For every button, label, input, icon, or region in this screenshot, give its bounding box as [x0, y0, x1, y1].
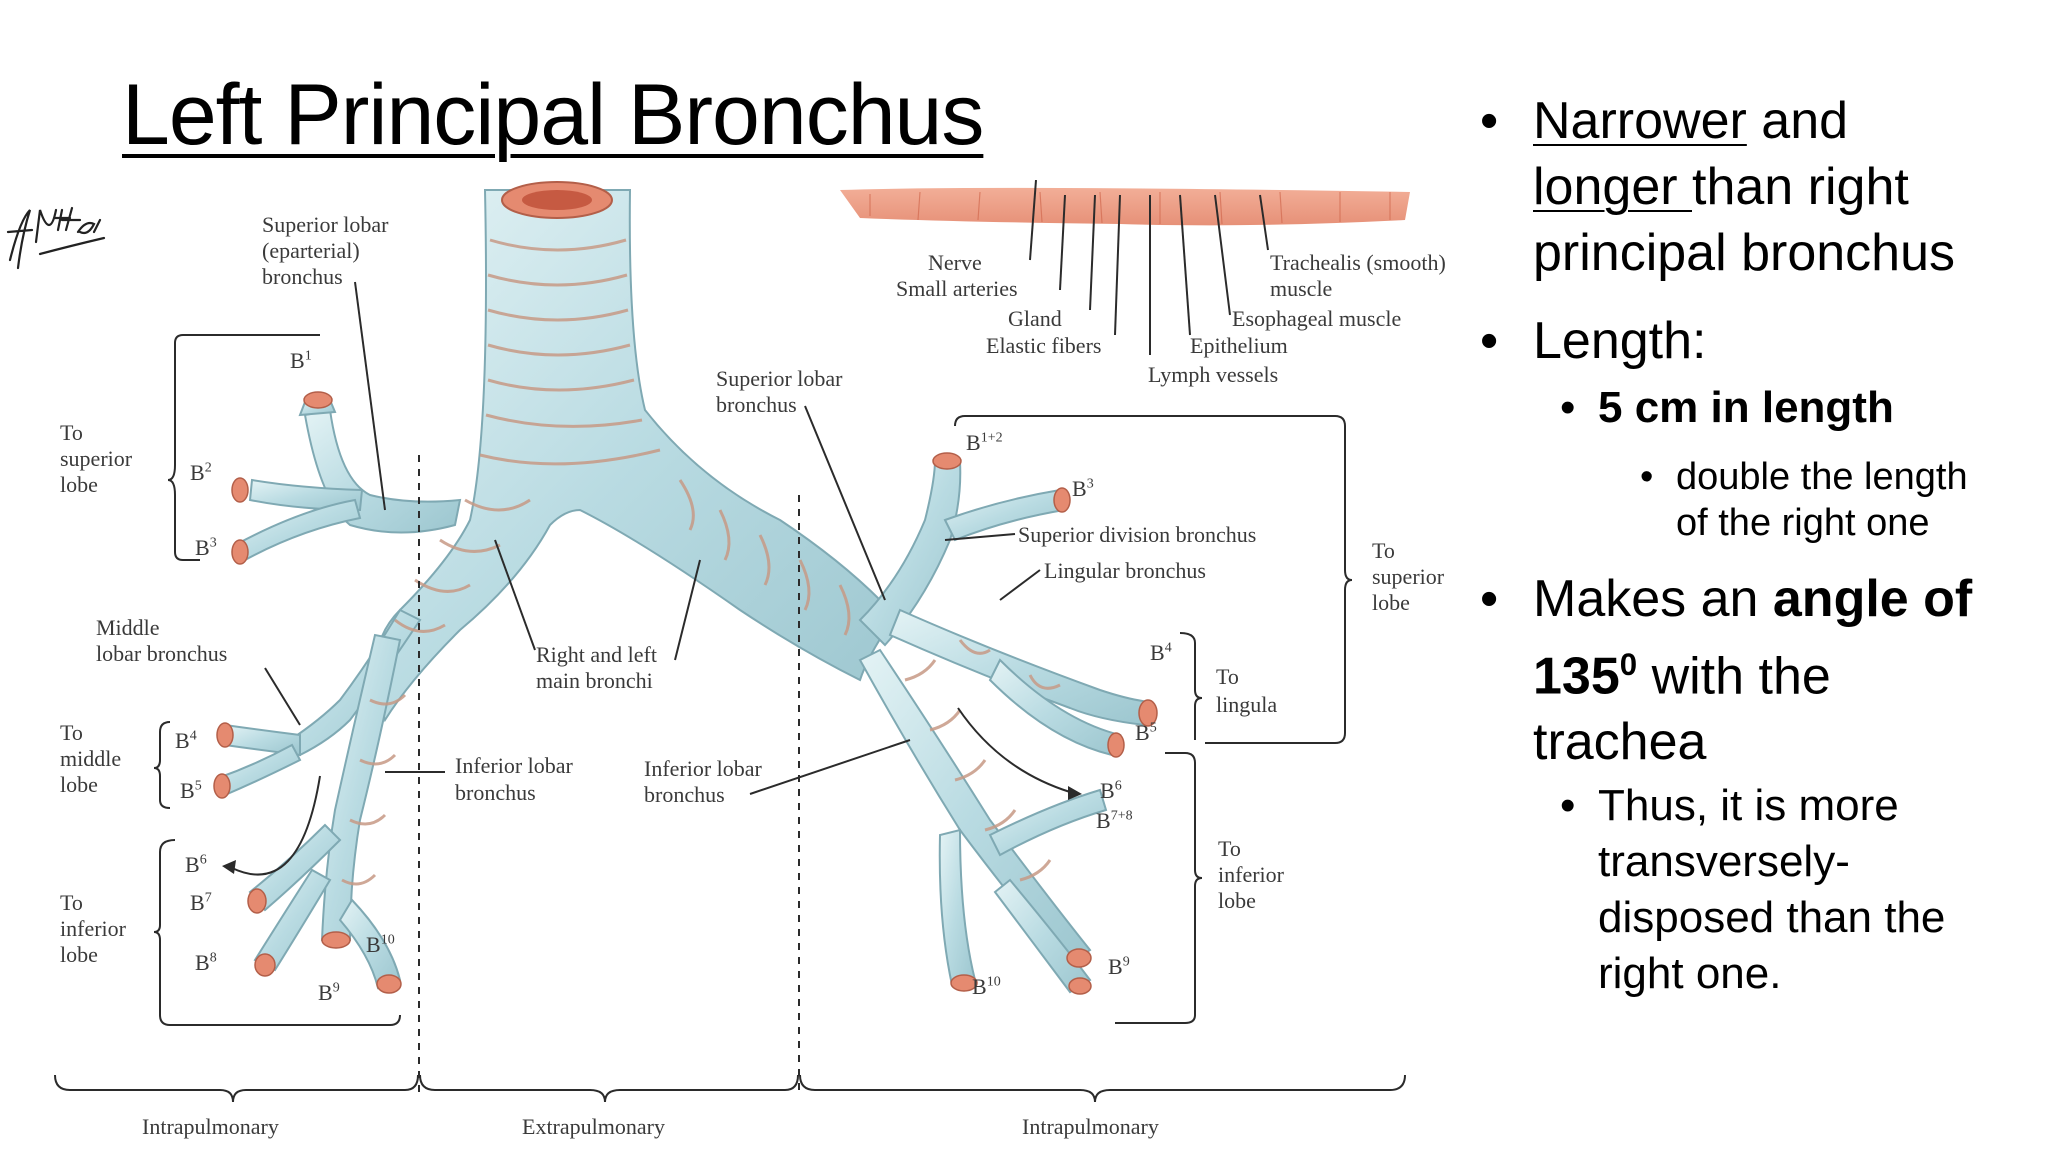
label-to-middle-2: middle [60, 746, 122, 771]
slide-title: Left Principal Bronchus [122, 67, 984, 163]
label-right-left-main-2: main bronchi [536, 668, 653, 693]
code-right-b3: B3 [1072, 476, 1094, 501]
label-to-inferior-right-3: lobe [1218, 888, 1256, 913]
artist-signature [6, 206, 106, 270]
code-left-b1: B1 [290, 348, 312, 373]
label-to-superior-right-3: lobe [1372, 590, 1410, 615]
code-right-b9: B9 [1108, 954, 1130, 979]
label-superior-lobar-eparterial-1: Superior lobar [262, 212, 389, 237]
subbullet-5cm: • 5 cm in length [1560, 383, 1894, 432]
label-to-middle-3: lobe [60, 772, 98, 797]
label-middle-lobar-1: Middle [96, 615, 160, 640]
code-left-b9: B9 [318, 980, 340, 1005]
label-to-superior-left-1: To [60, 420, 83, 445]
label-to-superior-right-2: superior [1372, 564, 1445, 589]
code-right-b7-8: B7+8 [1096, 808, 1133, 833]
label-middle-lobar-2: lobar bronchus [96, 641, 228, 666]
code-left-b2: B2 [190, 460, 212, 485]
label-nerve: Nerve [928, 250, 982, 275]
code-right-b4: B4 [1150, 640, 1172, 665]
label-superior-lobar-eparterial-3: bronchus [262, 264, 343, 289]
label-inferior-lobar-left-1: Inferior lobar [455, 753, 573, 778]
label-superior-lobar-eparterial-2: (eparterial) [262, 238, 360, 263]
label-to-inferior-right-1: To [1218, 836, 1241, 861]
code-left-b5: B5 [180, 778, 202, 803]
label-elastic-fibers: Elastic fibers [986, 333, 1102, 358]
code-left-b4: B4 [175, 728, 197, 753]
label-to-lingula-1: To [1216, 664, 1239, 689]
label-lymph-vessels: Lymph vessels [1148, 362, 1279, 387]
bronchial-tree-illustration [54, 180, 1410, 1103]
text-narrower: Narrower [1533, 92, 1747, 150]
subsubbullet-double: • double the length of the right one [1640, 456, 1968, 544]
code-left-b3: B3 [195, 535, 217, 560]
label-superior-division-bronchus: Superior division bronchus [1018, 522, 1257, 547]
label-to-lingula-2: lingula [1216, 692, 1278, 717]
subbullet-transverse: • Thus, it is more transversely-disposed… [1560, 781, 1946, 998]
bronchial-tree-figure: Superior lobar (eparterial) bronchus To … [0, 180, 1490, 1152]
label-intrapulmonary-left: Intrapulmonary [142, 1114, 279, 1139]
label-lingular-bronchus: Lingular bronchus [1044, 558, 1206, 583]
code-right-b1-2: B1+2 [966, 430, 1003, 455]
bullet-angle: • Makes an angle of 1350 with the trache… [1480, 570, 1973, 772]
label-esophageal-muscle: Esophageal muscle [1232, 306, 1402, 331]
label-to-inferior-left-1: To [60, 890, 83, 915]
code-left-b10: B10 [366, 932, 395, 957]
label-to-middle-1: To [60, 720, 83, 745]
label-to-inferior-left-3: lobe [60, 942, 98, 967]
label-inferior-lobar-right-2: bronchus [644, 782, 725, 807]
label-inferior-lobar-right-1: Inferior lobar [644, 756, 762, 781]
label-extrapulmonary: Extrapulmonary [522, 1114, 665, 1139]
bullet-narrower-longer: • Narrower and longer than right princip… [1480, 92, 1956, 282]
code-right-b5: B5 [1135, 720, 1157, 745]
code-left-b6: B6 [185, 852, 207, 877]
label-right-left-main-1: Right and left [536, 642, 657, 667]
label-epithelium: Epithelium [1190, 333, 1288, 358]
label-inferior-lobar-left-2: bronchus [455, 780, 536, 805]
label-to-superior-right-1: To [1372, 538, 1395, 563]
label-small-arteries: Small arteries [896, 276, 1018, 301]
code-left-b8: B8 [195, 950, 217, 975]
label-to-superior-left-3: lobe [60, 472, 98, 497]
code-right-b10: B10 [972, 974, 1001, 999]
label-to-inferior-right-2: inferior [1218, 862, 1284, 887]
text-longer: longer [1533, 158, 1692, 216]
bullet-length: • Length: [1480, 312, 1707, 370]
code-left-b7: B7 [190, 890, 212, 915]
label-superior-lobar-right-1: Superior lobar [716, 366, 843, 391]
label-intrapulmonary-right: Intrapulmonary [1022, 1114, 1159, 1139]
label-to-inferior-left-2: inferior [60, 916, 126, 941]
label-trachealis-2: muscle [1270, 276, 1333, 301]
code-right-b6: B6 [1100, 778, 1122, 803]
label-to-superior-left-2: superior [60, 446, 133, 471]
label-superior-lobar-right-2: bronchus [716, 392, 797, 417]
label-gland: Gland [1008, 306, 1062, 331]
label-trachealis-1: Trachealis (smooth) [1270, 250, 1446, 275]
